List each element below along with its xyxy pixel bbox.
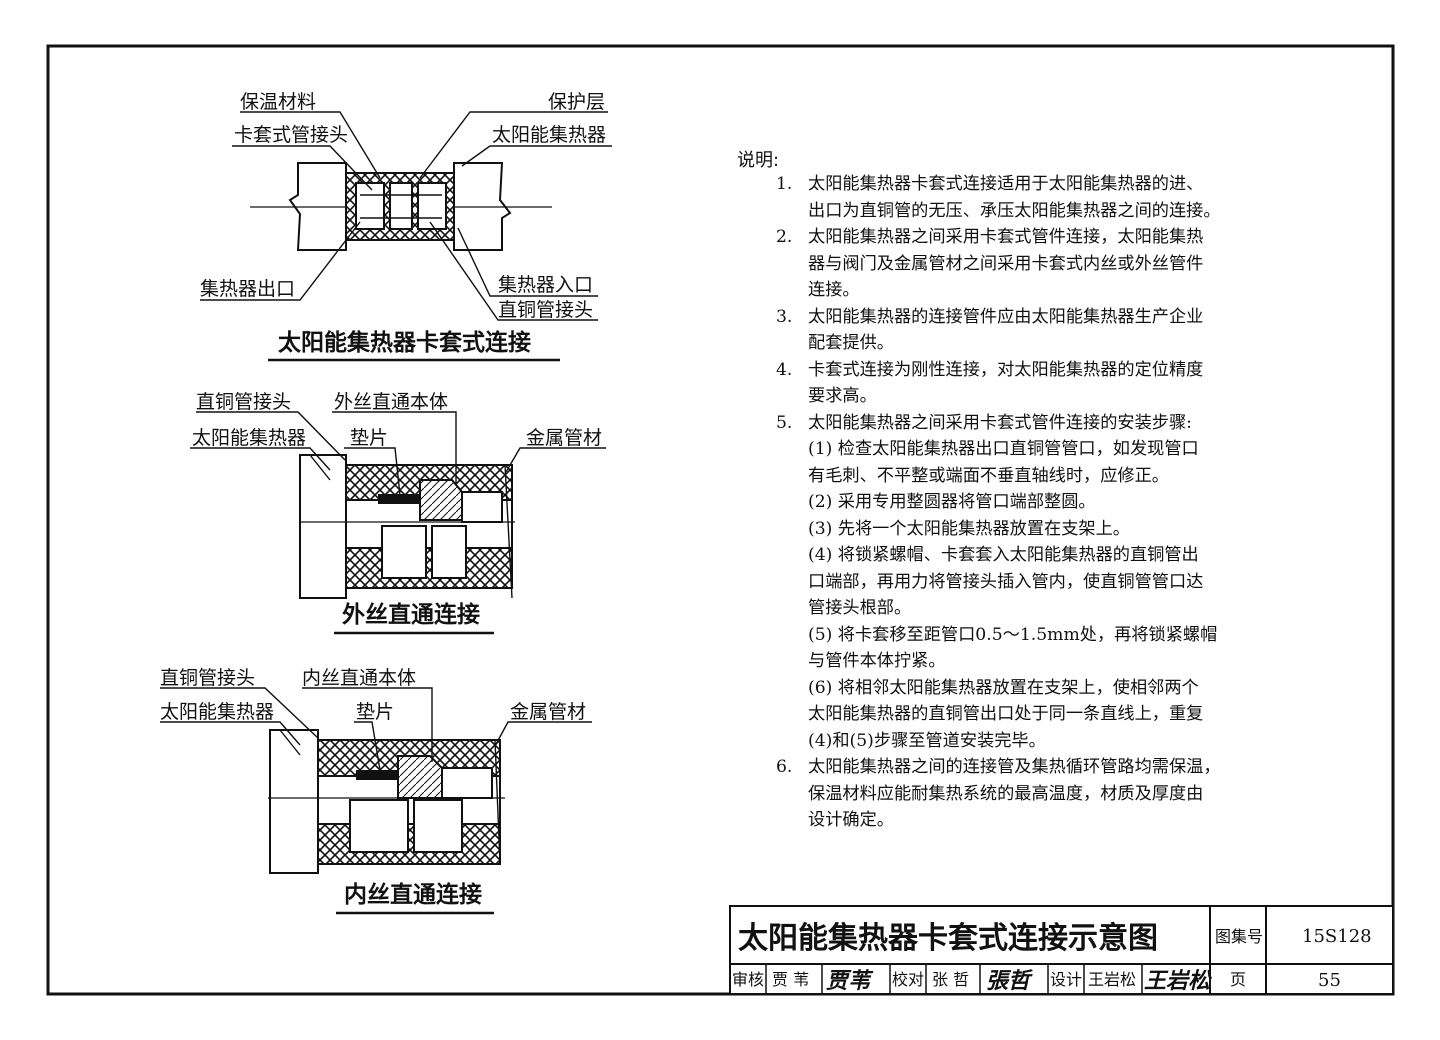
note-line: 太阳能集热器之间采用卡套式管件连接的安装步骤: <box>808 412 1192 433</box>
label-copper-joint: 直铜管接头 <box>498 299 593 321</box>
label-copper-joint: 直铜管接头 <box>196 391 291 413</box>
leader-outlet <box>200 221 361 301</box>
label-metal-pipe: 金属管材 <box>526 427 602 449</box>
label-gasket: 垫片 <box>356 701 394 723</box>
note-step-line: (3) 先将一个太阳能集热器放置在支架上。 <box>808 518 1130 539</box>
figure-ferrule-connection: 保温材料 保护层 卡套式管接头 太阳能集热器 集热器出口 集热器入口 直铜管接头… <box>200 91 612 362</box>
leader-protect <box>419 111 608 179</box>
collector-block <box>269 729 319 874</box>
note-line: 设计确定。 <box>808 810 894 830</box>
caption-fig1: 太阳能集热器卡套式连接 <box>278 329 531 356</box>
note-item: 5. 太阳能集热器之间采用卡套式管件连接的安装步骤: <box>776 410 1281 437</box>
caption-fig3: 内丝直通连接 <box>344 881 482 908</box>
label-body: 外丝直通本体 <box>334 391 448 413</box>
page-label: 页 <box>1230 970 1246 989</box>
note-number: 2. <box>776 227 793 247</box>
sheet-border <box>46 44 1395 996</box>
notes-list: 1. 太阳能集热器卡套式连接适用于太阳能集热器的进、出口为直铜管的无压、承压太阳能… <box>776 171 1281 834</box>
designer-signature: 王岩松 <box>1144 968 1213 994</box>
caption-fig2: 外丝直通连接 <box>342 601 480 628</box>
review-label: 审核 <box>732 970 764 989</box>
design-label: 设计 <box>1050 970 1082 989</box>
note-step-line: (1) 检查太阳能集热器出口直铜管管口，如发现管口 <box>808 439 1199 459</box>
note-line: 器与阀门及金属管材之间采用卡套式内丝或外丝管件 <box>808 253 1204 274</box>
note-step-line: 有毛刺、不平整或端面不垂直轴线时，应修正。 <box>808 465 1169 486</box>
note-line: 保温材料应能耐集热系统的最高温度，材质及厚度由 <box>808 783 1204 804</box>
note-step-line: 口端部，再用力将管接头插入管内，使直铜管管口达 <box>808 571 1204 592</box>
title-block: 太阳能集热器卡套式连接示意图 图集号 15S128 审核 贾 苇 贾苇 校对 张… <box>729 905 1394 995</box>
checker-name: 张 哲 <box>932 970 969 989</box>
label-insulation: 保温材料 <box>240 91 316 113</box>
note-line: 卡套式连接为刚性连接，对太阳能集热器的定位精度 <box>808 359 1204 380</box>
note-item: 4. 卡套式连接为刚性连接，对太阳能集热器的定位精度要求高。 <box>776 357 1281 410</box>
note-step-line: (2) 采用专用整圆器将管口端部整圆。 <box>808 492 1096 512</box>
note-step-line: 太阳能集热器的直铜管出口处于同一条直线上，重复 <box>808 704 1204 724</box>
note-item: 2. 太阳能集热器之间采用卡套式管件连接，太阳能集热器与阀门及金属管材之间采用卡套… <box>776 224 1281 304</box>
note-number: 5. <box>776 412 793 433</box>
label-collector: 太阳能集热器 <box>192 427 306 449</box>
note-step-line: (4) 将锁紧螺帽、卡套套入太阳能集热器的直铜管出 <box>808 545 1199 565</box>
note-line: 太阳能集热器之间采用卡套式管件连接，太阳能集热 <box>808 227 1204 247</box>
check-label: 校对 <box>892 970 924 989</box>
leader-inlet <box>457 227 598 297</box>
label-protect-layer: 保护层 <box>548 91 605 113</box>
note-step-line: 与管件本体拧紧。 <box>808 651 946 671</box>
note-line: 要求高。 <box>808 386 877 406</box>
designer-name: 王岩松 <box>1088 970 1136 989</box>
label-collector: 太阳能集热器 <box>492 124 606 146</box>
note-line: 太阳能集热器之间的连接管及集热循环管路均需保温， <box>808 757 1221 777</box>
note-item: 3. 太阳能集热器的连接管件应由太阳能集热器生产企业配套提供。 <box>776 304 1281 357</box>
leader-collector <box>461 145 612 167</box>
label-gasket: 垫片 <box>350 427 388 449</box>
note-line: 出口为直铜管的无压、承压太阳能集热器之间的连接。 <box>808 200 1221 221</box>
atlas-number: 15S128 <box>1302 926 1372 947</box>
note-line: 配套提供。 <box>808 333 894 353</box>
label-inlet: 集热器入口 <box>498 274 593 296</box>
leader-copper <box>429 221 598 321</box>
notes-title: 说明: <box>737 150 780 171</box>
note-step-line: 管接头根部。 <box>808 598 912 618</box>
label-body: 内丝直通本体 <box>302 667 416 689</box>
atlas-label: 图集号 <box>1215 927 1263 946</box>
figure-external-thread: 直铜管接头 外丝直通本体 太阳能集热器 垫片 金属管材 外丝直通连接 <box>190 391 606 635</box>
note-step-line: (5) 将卡套移至距管口0.5～1.5mm处，再将锁紧螺帽 <box>808 624 1218 645</box>
reviewer-signature: 贾苇 <box>826 968 874 994</box>
note-item: 1. 太阳能集热器卡套式连接适用于太阳能集热器的进、出口为直铜管的无压、承压太阳能… <box>776 171 1281 224</box>
note-number: 4. <box>776 359 793 380</box>
note-number: 3. <box>776 306 793 327</box>
label-copper-joint: 直铜管接头 <box>160 667 255 689</box>
note-step-line: (6) 将相邻太阳能集热器放置在支架上，使相邻两个 <box>808 677 1199 698</box>
page-number: 55 <box>1318 970 1341 991</box>
drawing-title: 太阳能集热器卡套式连接示意图 <box>738 921 1158 956</box>
figure-internal-thread: 直铜管接头 内丝直通本体 太阳能集热器 垫片 金属管材 内丝直通连接 <box>160 667 592 915</box>
note-number: 1. <box>776 174 793 194</box>
note-line: 连接。 <box>808 280 860 300</box>
checker-signature: 張哲 <box>986 968 1033 994</box>
collector-block <box>299 454 347 599</box>
note-step-line: (4)和(5)步骤至管道安装完毕。 <box>808 730 1046 751</box>
leader-insulation <box>240 111 381 179</box>
label-outlet: 集热器出口 <box>200 278 295 300</box>
label-metal-pipe: 金属管材 <box>510 701 586 723</box>
label-ferrule-joint: 卡套式管接头 <box>234 124 348 146</box>
note-item: 6. 太阳能集热器之间的连接管及集热循环管路均需保温， 保温材料应能耐集热系统的最高… <box>776 754 1281 834</box>
note-line: 太阳能集热器的连接管件应由太阳能集热器生产企业 <box>808 306 1204 327</box>
note-line: 太阳能集热器卡套式连接适用于太阳能集热器的进、 <box>808 174 1204 194</box>
label-collector: 太阳能集热器 <box>160 701 274 723</box>
reviewer-name: 贾 苇 <box>772 970 809 989</box>
leader-ferrule <box>232 145 373 191</box>
note-number: 6. <box>776 757 793 777</box>
